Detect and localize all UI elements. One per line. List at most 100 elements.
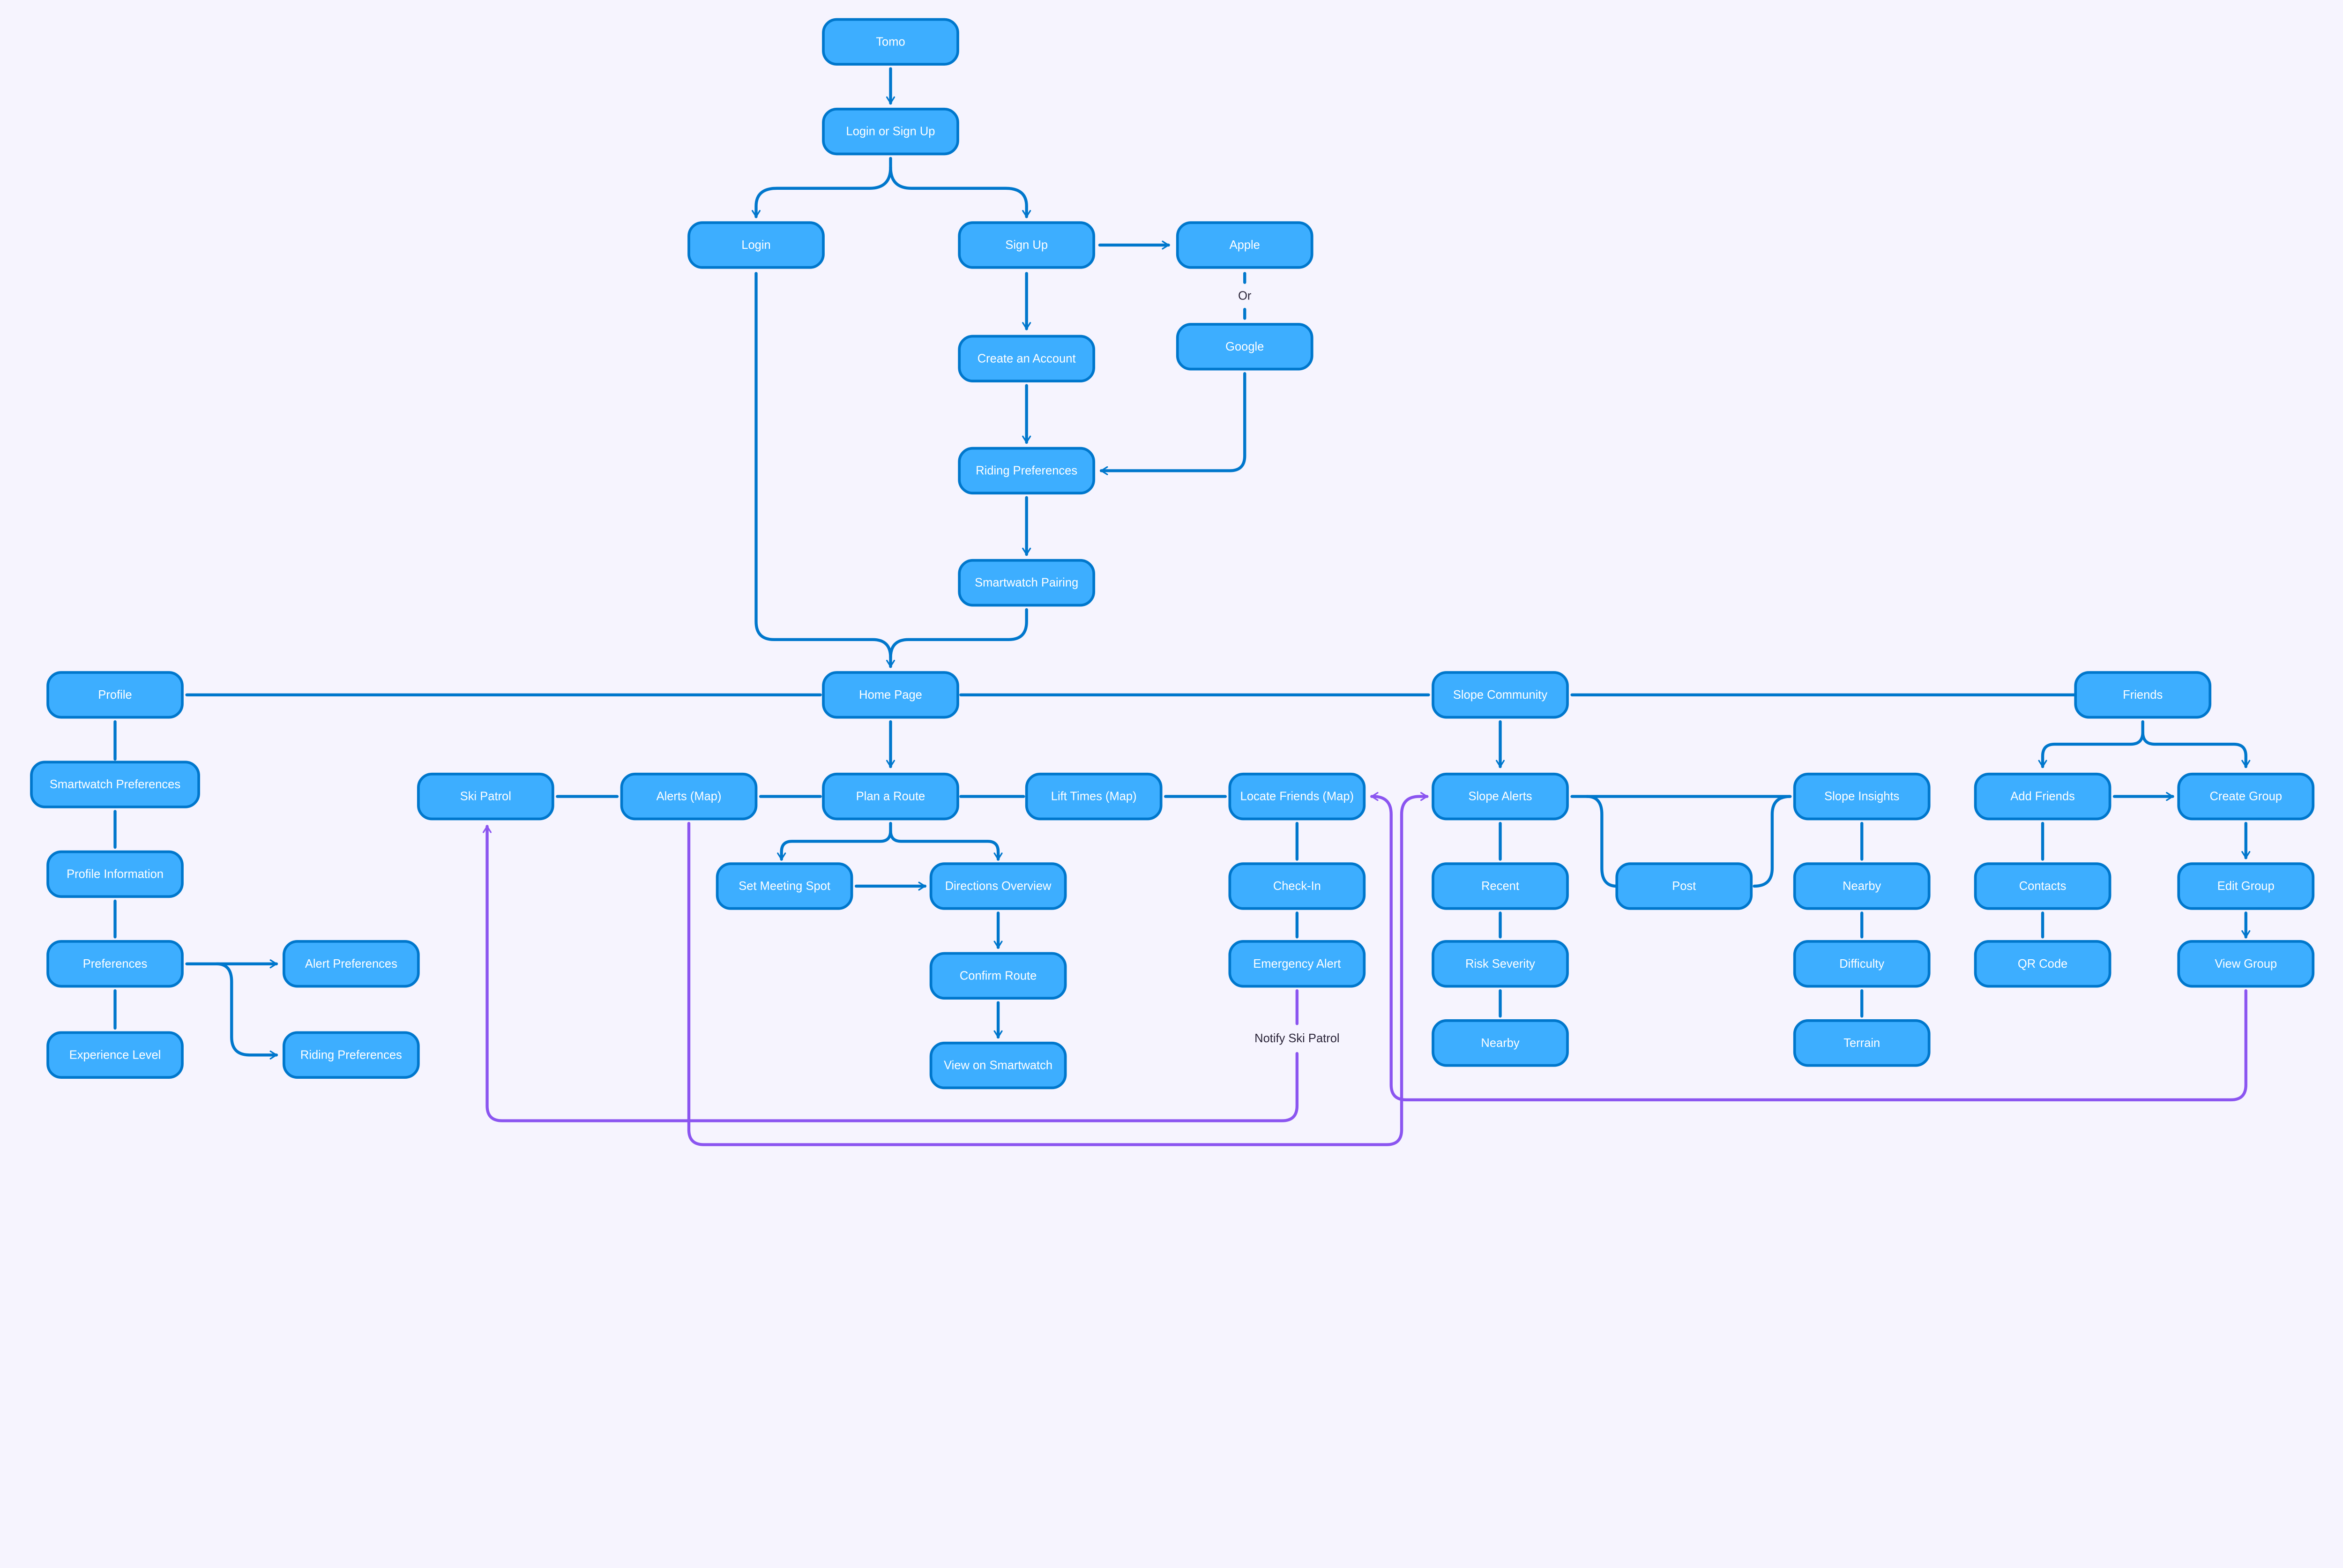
node-box xyxy=(46,1031,184,1079)
node-box xyxy=(1228,862,1366,910)
node-check-in[interactable]: Check-In xyxy=(1228,862,1366,910)
node-recent[interactable]: Recent xyxy=(1432,862,1569,910)
node-label: Smartwatch Pairing xyxy=(975,576,1078,590)
node-confirm-route[interactable]: Confirm Route xyxy=(929,952,1067,1000)
node-label: Experience Level xyxy=(69,1048,161,1061)
node-label: Home Page xyxy=(859,688,922,702)
node-box xyxy=(958,221,1096,269)
node-riding-preferences[interactable]: Riding Preferences xyxy=(958,447,1096,495)
node-box xyxy=(929,1041,1067,1090)
node-risk-severity[interactable]: Risk Severity xyxy=(1432,940,1569,988)
connector-pref-riding xyxy=(215,962,278,1055)
cross-link-alerts-map-slope-alerts xyxy=(687,797,1429,1146)
node-label: Friends xyxy=(2123,688,2163,702)
node-alerts-map[interactable]: Alerts (Map) xyxy=(620,772,758,821)
node-directions-overview[interactable]: Directions Overview xyxy=(929,862,1067,910)
node-contacts[interactable]: Contacts xyxy=(1974,862,2112,910)
node-label: Nearby xyxy=(1843,880,1881,893)
node-box xyxy=(958,559,1096,607)
node-box xyxy=(620,772,758,821)
node-label: Recent xyxy=(1481,880,1519,893)
node-box xyxy=(1793,1019,1931,1067)
node-experience-level[interactable]: Experience Level xyxy=(46,1031,184,1079)
or-label: Or xyxy=(1238,289,1252,302)
node-box xyxy=(1176,323,1313,371)
connector-friends-create xyxy=(2141,731,2246,769)
node-box xyxy=(30,761,200,808)
node-nearby[interactable]: Nearby xyxy=(1793,862,1931,910)
node-label: Slope Community xyxy=(1453,688,1547,702)
node-box xyxy=(929,952,1067,1000)
node-profile-information[interactable]: Profile Information xyxy=(46,850,184,898)
node-label: Nearby xyxy=(1481,1037,1519,1050)
node-add-friends[interactable]: Add Friends xyxy=(1974,772,2112,821)
node-slope-insights[interactable]: Slope Insights xyxy=(1793,772,1931,821)
node-friends[interactable]: Friends xyxy=(2074,671,2212,719)
node-alert-preferences[interactable]: Alert Preferences xyxy=(282,940,420,988)
node-label: Create an Account xyxy=(977,352,1076,365)
node-create-an-account[interactable]: Create an Account xyxy=(958,335,1096,383)
node-tomo[interactable]: Tomo xyxy=(822,18,959,66)
node-emergency-alert[interactable]: Emergency Alert xyxy=(1228,940,1366,988)
node-sign-up[interactable]: Sign Up xyxy=(958,221,1096,269)
node-plan-a-route[interactable]: Plan a Route xyxy=(822,772,959,821)
node-box xyxy=(822,18,959,66)
node-box xyxy=(46,940,184,988)
node-google[interactable]: Google xyxy=(1176,323,1313,371)
node-lift-times-map[interactable]: Lift Times (Map) xyxy=(1025,772,1163,821)
node-box xyxy=(1432,671,1569,719)
node-box xyxy=(417,772,554,821)
node-box xyxy=(1228,772,1366,821)
node-label: Create Group xyxy=(2209,790,2282,803)
node-slope-alerts[interactable]: Slope Alerts xyxy=(1432,772,1569,821)
connector-smartwatch-home xyxy=(889,608,1028,659)
node-box xyxy=(1974,940,2112,988)
node-slope-community[interactable]: Slope Community xyxy=(1432,671,1569,719)
cross-link-view-group-locate-friends xyxy=(1370,797,2247,1102)
node-label: Contacts xyxy=(2019,880,2067,893)
node-set-meeting-spot[interactable]: Set Meeting Spot xyxy=(716,862,853,910)
node-terrain[interactable]: Terrain xyxy=(1793,1019,1931,1067)
node-view-on-smartwatch[interactable]: View on Smartwatch xyxy=(929,1041,1067,1090)
node-create-group[interactable]: Create Group xyxy=(2177,772,2315,821)
node-ski-patrol[interactable]: Ski Patrol xyxy=(417,772,554,821)
node-view-group[interactable]: View Group xyxy=(2177,940,2315,988)
node-box xyxy=(822,772,959,821)
node-qr-code[interactable]: QR Code xyxy=(1974,940,2112,988)
node-label: Alerts (Map) xyxy=(657,790,722,803)
connector-post-insights xyxy=(1753,795,1792,888)
node-label: Profile xyxy=(98,688,132,702)
node-apple[interactable]: Apple xyxy=(1176,221,1313,269)
node-login-or-sign-up[interactable]: Login or Sign Up xyxy=(822,107,959,156)
node-profile[interactable]: Profile xyxy=(46,671,184,719)
node-label: Profile Information xyxy=(67,867,164,881)
node-label: Difficulty xyxy=(1839,957,1884,971)
connector-login-home xyxy=(754,272,891,668)
node-label: Login or Sign Up xyxy=(846,125,935,138)
node-difficulty[interactable]: Difficulty xyxy=(1793,940,1931,988)
node-label: Plan a Route xyxy=(856,790,925,803)
node-label: Directions Overview xyxy=(945,880,1052,893)
node-box xyxy=(46,671,184,719)
node-locate-friends-map[interactable]: Locate Friends (Map) xyxy=(1228,772,1366,821)
node-preferences[interactable]: Preferences xyxy=(46,940,184,988)
node-label: View Group xyxy=(2215,957,2277,971)
node-riding-preferences[interactable]: Riding Preferences xyxy=(282,1031,420,1079)
node-label: Alert Preferences xyxy=(305,957,397,971)
node-box xyxy=(1615,862,1753,910)
node-nearby[interactable]: Nearby xyxy=(1432,1019,1569,1067)
node-box xyxy=(958,335,1096,383)
node-login[interactable]: Login xyxy=(687,221,825,269)
node-smartwatch-preferences[interactable]: Smartwatch Preferences xyxy=(30,761,200,808)
node-box xyxy=(1793,772,1931,821)
connector-google-riding xyxy=(1099,372,1246,470)
node-label: Slope Alerts xyxy=(1468,790,1532,803)
node-smartwatch-pairing[interactable]: Smartwatch Pairing xyxy=(958,559,1096,607)
node-home-page[interactable]: Home Page xyxy=(822,671,959,719)
node-box xyxy=(2177,772,2315,821)
node-label: Locate Friends (Map) xyxy=(1240,790,1354,803)
node-edit-group[interactable]: Edit Group xyxy=(2177,862,2315,910)
node-post[interactable]: Post xyxy=(1615,862,1753,910)
node-label: Set Meeting Spot xyxy=(739,880,830,893)
